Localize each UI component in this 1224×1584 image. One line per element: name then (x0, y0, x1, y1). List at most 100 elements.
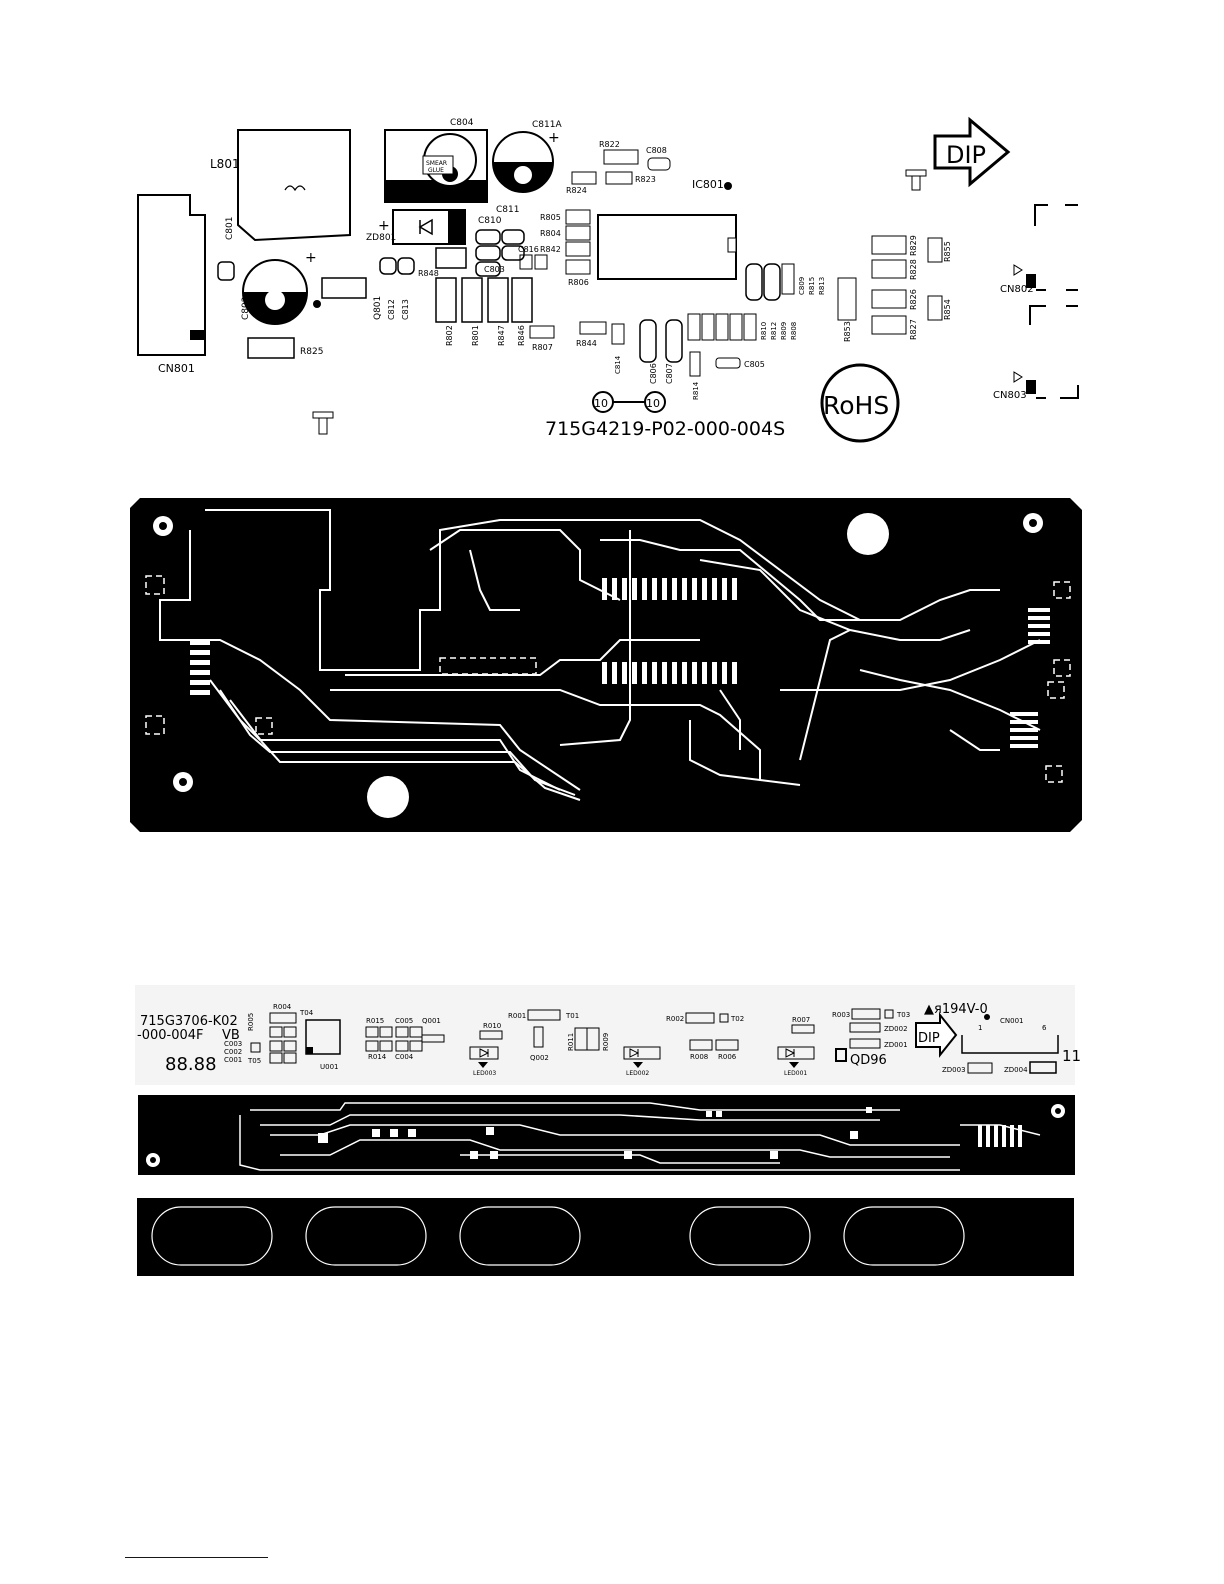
r003-pad (851, 1008, 881, 1020)
key-version: VB (222, 1028, 240, 1043)
key-dip-label: DIP (918, 1031, 940, 1046)
label-R810: R810 (760, 322, 768, 340)
label-R825: R825 (300, 347, 323, 357)
led002-outline (623, 1046, 661, 1060)
cn802-outline (1034, 204, 1078, 226)
cn001-pin1: 1 (978, 1024, 982, 1032)
c811-hole (514, 166, 532, 184)
q801-dot (313, 300, 321, 308)
cn001-outline (961, 1035, 1059, 1054)
label-C001: C001 (224, 1056, 242, 1064)
u001-pin1 (306, 1047, 313, 1054)
r015-pads (365, 1026, 445, 1052)
r826-pad (871, 289, 907, 309)
test-mark-left-label: 10 (594, 397, 608, 410)
r808-pad (729, 313, 743, 341)
r844-pad (579, 321, 607, 335)
r801-pad (461, 277, 483, 323)
label-R014: R014 (368, 1053, 387, 1061)
c810-pad-a (475, 229, 501, 245)
screw-icon (905, 169, 927, 191)
label-R826: R826 (909, 289, 918, 310)
label-C003: C003 (224, 1040, 242, 1048)
corner-marks (145, 575, 1071, 783)
label-C004: C004 (395, 1053, 414, 1061)
r824-pad (571, 171, 597, 185)
cn001-pin11: 11 (1062, 1047, 1081, 1065)
label-L801: L801 (210, 157, 240, 171)
label-R003: R003 (832, 1011, 850, 1019)
r853-pad (837, 277, 857, 321)
c810-pad-c (501, 229, 525, 245)
cn001-dot (984, 1014, 990, 1020)
c809-pad-b (763, 263, 781, 301)
c803-pad-a (475, 261, 501, 277)
mount-hole-bl-center (179, 778, 187, 786)
key-board-silkscreen: 715G3706-K02 -000-004F VB 88.88 R005 C00… (135, 985, 1081, 1085)
label-R824: R824 (566, 186, 587, 195)
led003-marker (478, 1062, 488, 1068)
dip-arrow-icon (933, 116, 1011, 188)
t03-pad (884, 1009, 894, 1019)
c811-plus-mark: + (548, 130, 560, 146)
label-C802: C802 (241, 297, 251, 320)
r854-pad (927, 295, 943, 321)
r002-pad (685, 1012, 715, 1024)
mount-hole-tl-center (159, 522, 167, 530)
date-code: QD96 (850, 1053, 887, 1068)
r846-pad (511, 277, 533, 323)
c810-pad-d (501, 245, 525, 261)
ic-pads-bottom (602, 662, 737, 684)
label-CN001: CN001 (1000, 1017, 1024, 1025)
key-mount-hole-left-center (150, 1157, 156, 1163)
c809-pad-a (745, 263, 763, 301)
label-CN801: CN801 (158, 362, 195, 375)
label-R846: R846 (517, 325, 526, 346)
diode-icon (418, 218, 433, 236)
label-C806: C806 (649, 363, 658, 384)
cn802-body (1029, 289, 1078, 325)
glue-note-line2: GLUE (428, 167, 444, 174)
r822-pad (603, 149, 639, 165)
large-hole-left (367, 776, 409, 818)
label-C809: C809 (798, 277, 806, 295)
label-R827: R827 (909, 319, 918, 340)
r823-pad (605, 171, 633, 185)
cn803-pin1-mark (1026, 380, 1036, 394)
c813-pad (397, 257, 415, 275)
label-R822: R822 (599, 140, 620, 149)
c810-pad-b (475, 245, 501, 261)
glue-note-box (422, 155, 454, 175)
q002-outline (533, 1026, 544, 1048)
test-mark-right-label: 10 (646, 397, 660, 410)
c807-pad (665, 319, 683, 363)
label-R008: R008 (690, 1053, 708, 1061)
label-R805: R805 (540, 213, 561, 222)
zd001-pad (849, 1038, 881, 1049)
led002-marker (633, 1062, 643, 1068)
key-board-button-layer (137, 1198, 1074, 1276)
l801-outline (237, 129, 351, 242)
label-R806: R806 (568, 278, 589, 287)
r804-pad (565, 225, 591, 241)
c804-band (385, 180, 487, 202)
cn802-pin1-mark (1026, 274, 1036, 288)
label-C816: C816 (518, 245, 539, 254)
r806-pad (565, 259, 591, 275)
key-part-number-2: -000-004F (137, 1028, 204, 1043)
label-R823: R823 (635, 175, 656, 184)
label-C813: C813 (401, 299, 410, 320)
label-ZD003: ZD003 (942, 1066, 966, 1074)
power-board-copper (130, 498, 1082, 832)
key-copper-traces (239, 1102, 1041, 1171)
label-C002: C002 (224, 1048, 242, 1056)
label-U001: U001 (320, 1063, 338, 1071)
label-C005: C005 (395, 1017, 413, 1025)
button-pad-1 (151, 1206, 273, 1266)
mount-hole-tr-center (1029, 519, 1037, 527)
label-R855: R855 (943, 241, 952, 262)
cn801-pin1-mark (190, 330, 205, 340)
r808b-pad (743, 313, 757, 341)
label-T01: T01 (565, 1012, 579, 1020)
r847-pad (487, 277, 509, 323)
